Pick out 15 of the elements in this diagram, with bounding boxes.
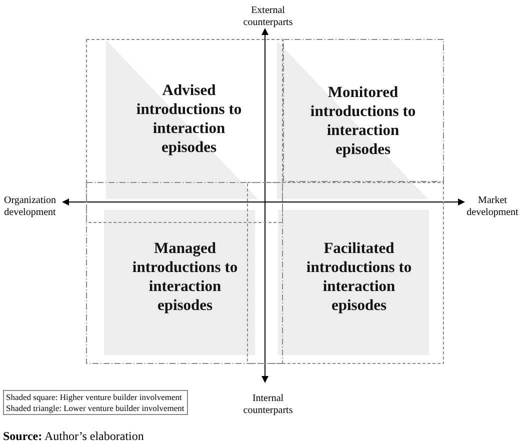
axis-label: External counterparts — [242, 5, 294, 29]
quadrant-frame — [86, 182, 283, 364]
source-note: Source: Author’s elaboration — [3, 429, 144, 443]
quadrant-label: Monitored introductions to interaction episodes — [309, 83, 417, 159]
quadrant-label: Facilitated introductions to interaction episodes — [305, 239, 413, 315]
axis-label: Market development — [466, 195, 520, 219]
axis-label: Internal counterparts — [242, 393, 294, 417]
quadrant-frame — [86, 39, 283, 223]
axis-label: Organization development — [2, 195, 58, 219]
quadrant-label: Advised introductions to interaction episodes — [135, 81, 243, 157]
quadrant-frame — [283, 39, 444, 182]
legend-text: Shaded square: Higher venture builder involvement — [6, 392, 183, 402]
quadrant-label: Managed introductions to interaction episodes — [131, 239, 239, 315]
quadrant-frame — [247, 182, 444, 364]
legend-text: Shaded triangle: Lower venture builder involvement — [6, 402, 184, 413]
